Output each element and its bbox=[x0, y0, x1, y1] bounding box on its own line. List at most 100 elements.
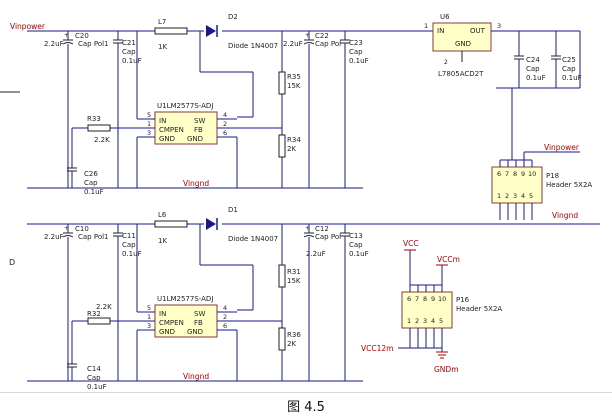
svg-text:CMPEN: CMPEN bbox=[159, 319, 184, 327]
border-zone-letter: D bbox=[9, 258, 16, 267]
d1-ref: D1 bbox=[228, 206, 238, 214]
c12-name: Cap Pol bbox=[315, 233, 341, 241]
r36-ref: R36 bbox=[287, 331, 301, 339]
svg-text:2: 2 bbox=[223, 120, 227, 128]
c14-ref: C14 bbox=[87, 365, 101, 373]
net-label-vingnd: Vingnd bbox=[183, 179, 209, 188]
r33-value: 2.2K bbox=[94, 136, 110, 144]
c13-value: 0.1uF bbox=[349, 250, 369, 258]
c23-value: 0.1uF bbox=[349, 57, 369, 65]
drawing-frame bbox=[0, 392, 612, 393]
svg-text:6: 6 bbox=[223, 322, 227, 330]
svg-text:GND: GND bbox=[187, 328, 203, 336]
net-label-vinpower: Vinpower bbox=[10, 22, 46, 31]
svg-text:10: 10 bbox=[528, 170, 536, 178]
c10-ref: C10 bbox=[75, 225, 89, 233]
figure-caption: 图 4.5 bbox=[287, 400, 325, 415]
c14-name: Cap bbox=[87, 374, 101, 382]
net-label-vingnd-p18: Vingnd bbox=[552, 211, 578, 220]
svg-text:7: 7 bbox=[415, 295, 419, 303]
d1-diode bbox=[206, 218, 216, 230]
u6-part: L7805ACD2T bbox=[438, 70, 484, 78]
l6-ref: L6 bbox=[158, 211, 167, 219]
svg-text:5: 5 bbox=[147, 111, 151, 119]
svg-text:8: 8 bbox=[513, 170, 517, 178]
r32-value: 2.2K bbox=[96, 303, 112, 311]
c11-ref: C11 bbox=[122, 232, 136, 240]
l7-ref: L7 bbox=[158, 18, 166, 26]
c22-name: Cap Pol bbox=[315, 40, 341, 48]
p18-header bbox=[491, 166, 543, 204]
svg-text:3: 3 bbox=[497, 22, 501, 30]
l7-value: 1K bbox=[158, 43, 167, 51]
svg-text:10: 10 bbox=[438, 295, 446, 303]
r32-resistor bbox=[87, 317, 111, 325]
net-label-gndm: GNDm bbox=[434, 365, 459, 374]
c21-value: 0.1uF bbox=[122, 57, 142, 65]
svg-text:3: 3 bbox=[513, 192, 517, 200]
svg-text:+: + bbox=[305, 32, 310, 39]
r31-value: 15K bbox=[287, 277, 301, 285]
r33-resistor bbox=[87, 124, 111, 132]
svg-text:GND: GND bbox=[187, 135, 203, 143]
svg-text:6: 6 bbox=[497, 170, 501, 178]
c20-value: 2.2uF bbox=[44, 40, 64, 48]
svg-text:CMPEN: CMPEN bbox=[159, 126, 184, 134]
svg-text:3: 3 bbox=[147, 322, 151, 330]
r36-resistor bbox=[278, 327, 286, 351]
c12-value: 2.2uF bbox=[306, 250, 326, 258]
svg-text:7: 7 bbox=[505, 170, 509, 178]
r35-ref: R35 bbox=[287, 73, 301, 81]
p16-part: Header 5X2A bbox=[456, 305, 502, 313]
c24-name: Cap bbox=[526, 65, 540, 73]
l7-inductor bbox=[154, 27, 188, 35]
svg-text:9: 9 bbox=[521, 170, 525, 178]
net-label-vingnd-2: Vingnd bbox=[183, 372, 209, 381]
c21-ref: C21 bbox=[122, 39, 136, 47]
c11-value: 0.1uF bbox=[122, 250, 142, 258]
c25-name: Cap bbox=[562, 65, 576, 73]
svg-text:2: 2 bbox=[415, 317, 419, 325]
u1-ref-bottom: U1LM2577S-ADJ bbox=[157, 295, 213, 303]
p18-ref: P18 bbox=[546, 172, 559, 180]
c13-name: Cap bbox=[349, 241, 363, 249]
c26-name: Cap bbox=[84, 179, 98, 187]
r35-value: 15K bbox=[287, 82, 301, 90]
svg-text:OUT: OUT bbox=[470, 27, 486, 35]
r31-ref: R31 bbox=[287, 268, 301, 276]
c10-value: 2.2uF bbox=[44, 233, 64, 241]
c10-name: Cap Pol1 bbox=[78, 233, 109, 241]
svg-text:4: 4 bbox=[431, 317, 435, 325]
svg-text:1: 1 bbox=[407, 317, 411, 325]
svg-text:IN: IN bbox=[159, 117, 166, 125]
u6-ref: U6 bbox=[440, 13, 450, 21]
d2-ref: D2 bbox=[228, 13, 238, 21]
svg-text:3: 3 bbox=[423, 317, 427, 325]
l6-inductor bbox=[154, 220, 188, 228]
svg-text:5: 5 bbox=[529, 192, 533, 200]
svg-text:9: 9 bbox=[431, 295, 435, 303]
svg-text:5: 5 bbox=[147, 304, 151, 312]
net-label-vcc: VCC bbox=[403, 239, 419, 248]
c14-value: 0.1uF bbox=[87, 383, 107, 391]
svg-text:5: 5 bbox=[439, 317, 443, 325]
circuit-schematic: Vinpower Vingnd + C20 2.2uF Cap Pol1 C21… bbox=[0, 13, 600, 391]
svg-text:8: 8 bbox=[423, 295, 427, 303]
svg-text:6: 6 bbox=[223, 129, 227, 137]
c22-value: 2.2uF bbox=[283, 40, 303, 48]
c11-name: Cap bbox=[122, 241, 136, 249]
c23-ref: C23 bbox=[349, 39, 363, 47]
svg-text:1: 1 bbox=[147, 313, 151, 321]
svg-text:2: 2 bbox=[444, 59, 448, 66]
c26-value: 0.1uF bbox=[84, 188, 104, 196]
svg-text:4: 4 bbox=[223, 111, 227, 119]
net-label-vinpower-p18: Vinpower bbox=[544, 143, 580, 152]
r35-resistor bbox=[278, 71, 286, 95]
c20-ref: C20 bbox=[75, 32, 89, 40]
net-label-vcc12m: VCC12m bbox=[361, 344, 393, 353]
l6-value: 1K bbox=[158, 237, 167, 245]
svg-text:SW: SW bbox=[194, 117, 205, 125]
c13-ref: C13 bbox=[349, 232, 363, 240]
svg-text:GND: GND bbox=[159, 328, 175, 336]
